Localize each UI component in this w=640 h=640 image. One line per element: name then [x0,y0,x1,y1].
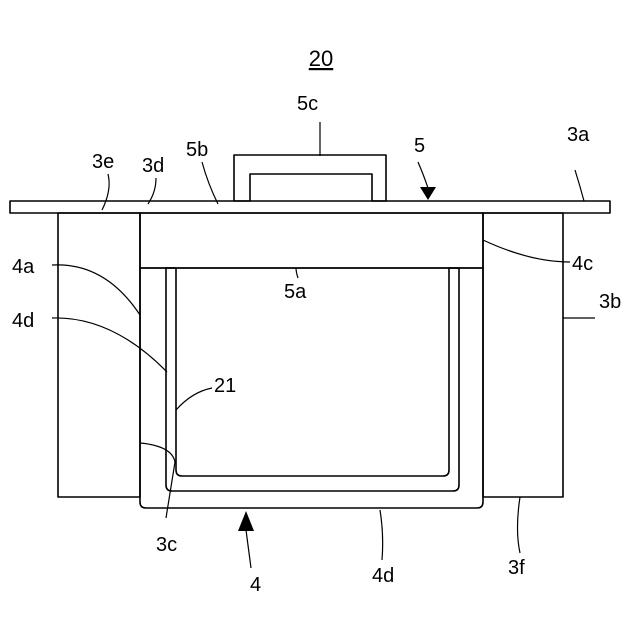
label-4a: 4a [12,256,35,278]
label-4d-upper: 4d [12,310,34,332]
label-21: 21 [214,375,236,397]
label-5c: 5c [297,93,318,115]
left-side-block [58,213,140,497]
label-3b: 3b [599,291,621,313]
lid-projection-5c [234,155,386,201]
label-5a: 5a [284,281,307,303]
label-4c: 4c [572,253,593,275]
container-4 [140,268,483,508]
lid-5a [140,213,483,268]
label-3e: 3e [92,151,114,173]
label-3f: 3f [508,557,525,579]
label-3c: 3c [156,534,177,556]
leader-lines [52,122,595,568]
label-5: 5 [414,135,425,157]
label-3a: 3a [567,124,590,146]
figure-number: 20 [309,46,333,71]
top-plate-3a [10,201,610,213]
label-4: 4 [250,574,261,596]
label-3d: 3d [142,155,164,177]
label-5b: 5b [186,139,208,161]
label-4d-lower: 4d [372,565,394,587]
liner-21 [166,268,459,491]
